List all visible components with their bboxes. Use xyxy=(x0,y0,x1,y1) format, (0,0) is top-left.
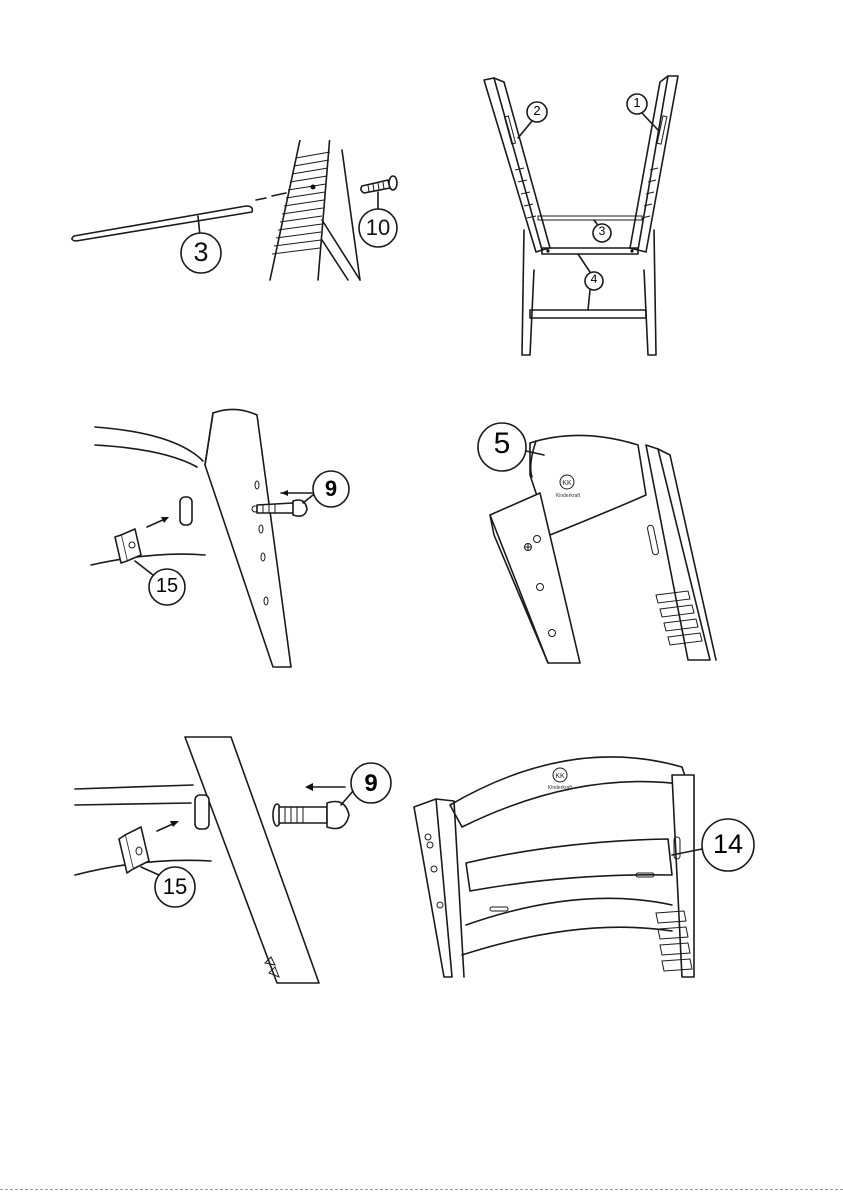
step-d-panel: KK 5 Kinderkraft xyxy=(470,415,720,665)
callout-2-label: 2 xyxy=(527,103,547,118)
callout-4-label: 4 xyxy=(584,272,604,286)
screw-part xyxy=(361,176,397,210)
page-bottom-rule xyxy=(0,1189,843,1190)
dash-line xyxy=(256,198,266,200)
brand-logo-text: Kinderkraft xyxy=(542,785,578,791)
callout-3-small-label: 3 xyxy=(592,224,612,238)
nut-part xyxy=(115,529,141,563)
callout-5-label: 5 xyxy=(482,427,522,461)
step-c-illustration xyxy=(85,405,385,670)
rod-part xyxy=(72,206,252,241)
callout-9-label: 9 xyxy=(316,476,346,502)
callout-3-label: 3 xyxy=(181,237,221,268)
dash-line xyxy=(272,193,286,196)
callout-14-label: 14 xyxy=(704,829,752,860)
callout-15-label: 15 xyxy=(155,874,195,900)
step-b-panel: 2 1 3 4 xyxy=(470,70,710,360)
brand-logo-text: Kinderkraft xyxy=(550,493,586,499)
step-f-illustration: KK xyxy=(410,745,770,980)
nut-part xyxy=(119,827,149,873)
callout-15-label: 15 xyxy=(149,575,185,598)
callout-10-label: 10 xyxy=(358,215,398,241)
chair-side-part xyxy=(270,140,360,280)
svg-text:KK: KK xyxy=(562,480,572,487)
step-c-panel: 9 15 xyxy=(85,405,385,670)
step-f-panel: KK 14 Kinderkraft xyxy=(410,745,770,980)
bolt-part xyxy=(273,802,349,829)
step-e-panel: 9 15 xyxy=(65,735,395,985)
step-b-illustration xyxy=(470,70,710,360)
callout-9-label: 9 xyxy=(355,770,387,798)
step-e-illustration xyxy=(65,735,395,985)
step-a-panel: 3 10 xyxy=(60,140,420,290)
svg-text:KK: KK xyxy=(555,773,565,780)
callout-1-label: 1 xyxy=(627,95,647,110)
